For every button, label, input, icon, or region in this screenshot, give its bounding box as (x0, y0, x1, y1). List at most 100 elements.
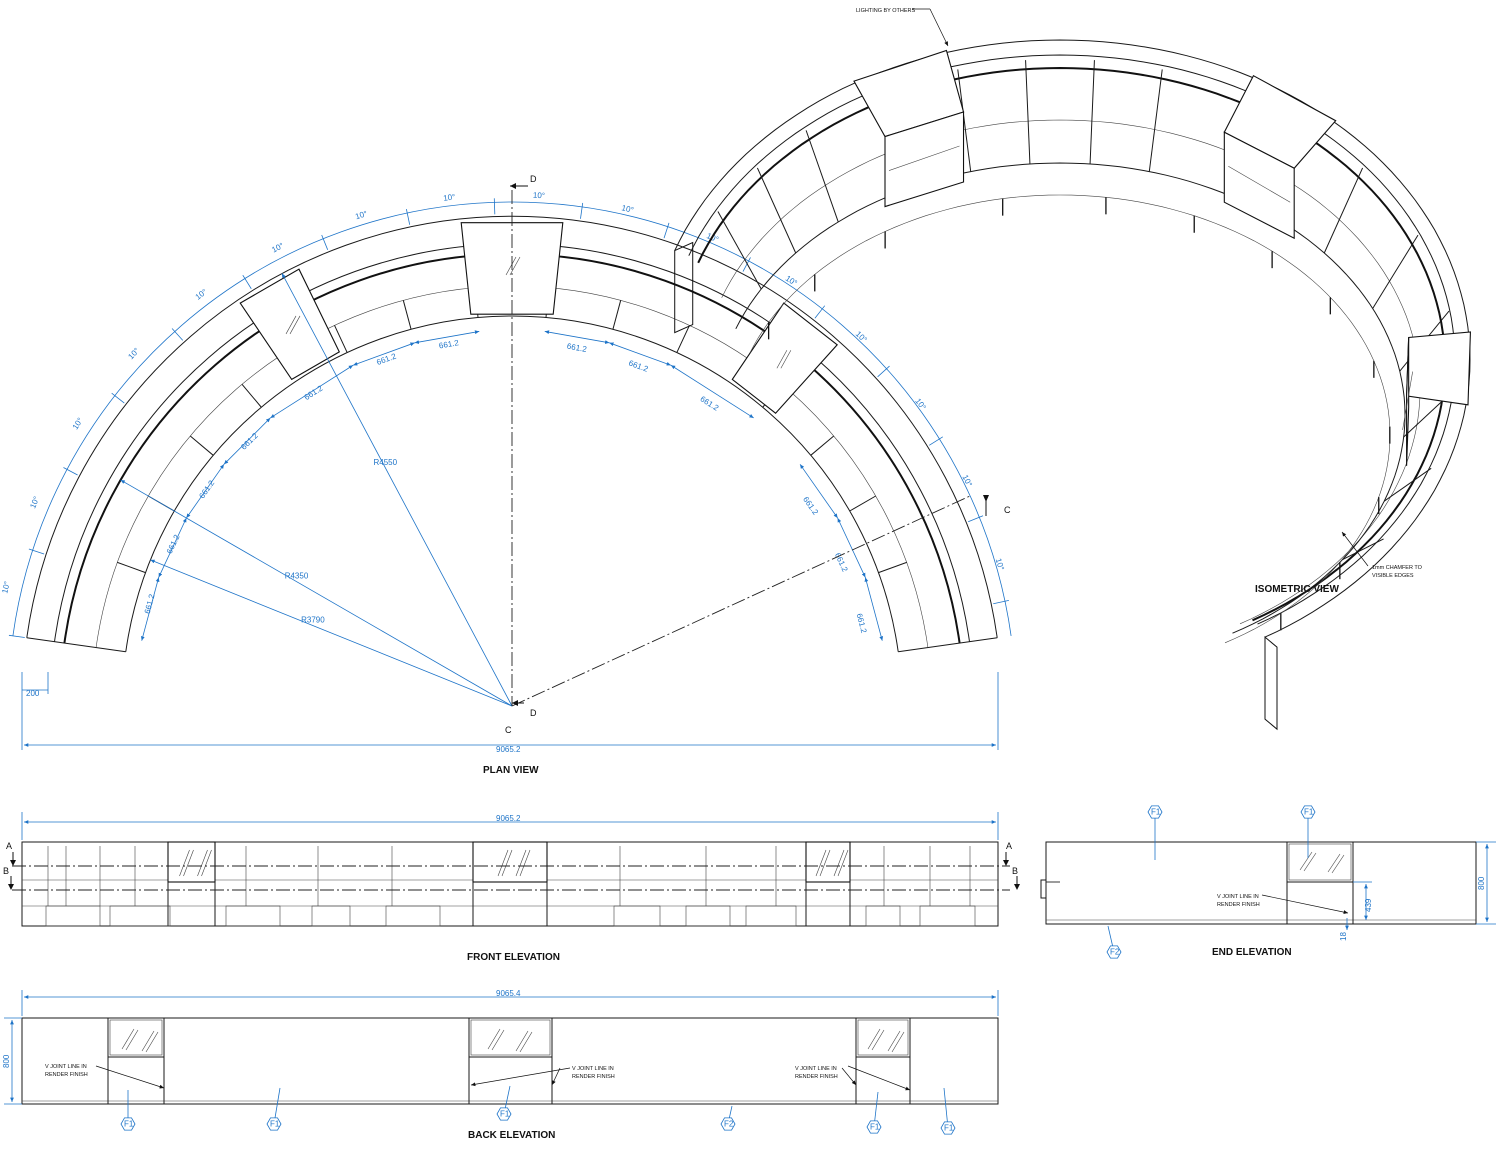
iso-seat-division (756, 167, 797, 254)
iso-seat-division (1323, 167, 1364, 254)
plan-radius-line (120, 479, 513, 707)
front-leg-frame (385, 905, 441, 927)
plan-angle-tick (993, 599, 1009, 605)
svg-text:D: D (530, 174, 537, 184)
plan-radius-label: R4350 (285, 572, 309, 581)
front-glass-hatch (197, 849, 208, 877)
front-glass-hatch (201, 849, 212, 877)
plan-angle-tick (8, 634, 25, 638)
plan-seat-division (241, 383, 262, 408)
plan-chord-label: 661.2 (801, 495, 820, 517)
front-glass-hatch (833, 849, 845, 877)
plan-angle-label: 10° (194, 287, 209, 301)
iso-base-line (749, 194, 1391, 644)
plan-seat-division (402, 300, 412, 330)
plan-chord-label: 661.2 (165, 533, 182, 555)
section-marker-d-bottom: D C (505, 700, 537, 735)
svg-text:B: B (1012, 866, 1018, 876)
svg-text:18: 18 (1339, 932, 1348, 941)
plan-glass-hatch (289, 315, 301, 335)
iso-lamp-box-top (1406, 331, 1472, 406)
plan-view: 10°10°10°10°10°10°10°10°10°10°10°10°10°1… (0, 174, 1012, 776)
finish-tag-hexagon (120, 1117, 136, 1131)
plan-end-cap (898, 637, 998, 653)
front-leg-frame (919, 905, 976, 927)
isometric-view: LIGHTING BY OTHERS 1mm CHAMFER TO VISIBL… (674, 8, 1472, 731)
svg-text:1mm CHAMFER TO: 1mm CHAMFER TO (1372, 565, 1423, 571)
back-width-dimension: 9065.4 (21, 989, 999, 1016)
plan-chord-label: 661.2 (143, 593, 157, 615)
plan-angle-tick (111, 392, 125, 404)
svg-text:RENDER FINISH: RENDER FINISH (572, 1074, 615, 1080)
finish-tag-label: F1 (124, 1120, 134, 1129)
front-dimension: 9065.2 (21, 812, 999, 840)
plan-chord-dim (670, 364, 754, 419)
plan-view-title: PLAN VIEW (483, 765, 539, 776)
iso-seat-division (1025, 60, 1031, 164)
plan-angle-tick (171, 328, 184, 341)
end-elevation-glass (1288, 843, 1352, 881)
plan-angle-tick (968, 515, 984, 523)
plan-seat-division (334, 325, 348, 353)
finish-tag-hexagon (266, 1117, 282, 1131)
svg-text:A: A (1006, 841, 1012, 851)
plan-chord-dim (223, 417, 271, 465)
svg-text:RENDER FINISH: RENDER FINISH (795, 1074, 838, 1080)
svg-text:V JOINT LINE IN: V JOINT LINE IN (1217, 894, 1259, 900)
plan-seat-division (612, 300, 622, 330)
svg-text:V JOINT LINE IN: V JOINT LINE IN (45, 1064, 87, 1070)
finish-tag-hexagon (866, 1120, 882, 1134)
plan-lamp-box (239, 268, 341, 381)
plan-seat-division (676, 325, 690, 353)
svg-text:D: D (530, 708, 537, 718)
plan-angle-label: 10° (0, 580, 11, 594)
finish-tag-leader (943, 1087, 949, 1129)
iso-lamp-box-glass (1402, 371, 1413, 430)
end-elevation-title: END ELEVATION (1212, 947, 1292, 958)
plan-glass-hatch (776, 350, 788, 369)
plan-angle-label: 10° (994, 557, 1006, 571)
plan-angle-label: 10° (784, 274, 799, 288)
plan-glass-hatch (509, 256, 521, 276)
front-glass-hatch (501, 849, 513, 877)
finish-tag-hexagon (496, 1107, 512, 1121)
svg-text:VISIBLE EDGES: VISIBLE EDGES (1372, 573, 1414, 579)
plan-angle-label: 10° (28, 495, 41, 510)
finish-tag-label: F1 (270, 1120, 280, 1129)
svg-text:V JOINT LINE IN: V JOINT LINE IN (795, 1066, 837, 1072)
plan-angle-tick (242, 274, 252, 289)
section-marker-d-top: D (510, 174, 537, 189)
back-vjoint-note-3: V JOINT LINE IN RENDER FINISH (795, 1065, 911, 1091)
svg-text:RENDER FINISH: RENDER FINISH (45, 1072, 88, 1078)
finish-tag-hexagon (1300, 805, 1316, 819)
front-elevation-geometry (21, 841, 999, 927)
finish-tag-hexagon (1106, 945, 1122, 959)
iso-seat-division (1372, 234, 1419, 309)
section-marker-a-right: A (1003, 841, 1012, 866)
plan-angle-label: 10° (960, 473, 974, 488)
finish-tag-label: F2 (724, 1120, 734, 1129)
plan-angle-tick (405, 209, 411, 225)
section-marker-a-left: A (6, 841, 16, 866)
plan-angle-label: 10° (270, 241, 285, 255)
front-glass-hatch (819, 849, 831, 877)
plan-radius-line (281, 273, 513, 707)
svg-text:9065.2: 9065.2 (496, 745, 521, 754)
back-elevation-title: BACK ELEVATION (468, 1130, 555, 1141)
back-height-dimension: 800 (2, 1017, 22, 1105)
back-elevation: V JOINT LINE IN RENDER FINISH V JOINT LI… (2, 989, 999, 1141)
plan-angle-tick (493, 198, 496, 215)
plan-chord-dim (414, 330, 480, 344)
front-glass-hatch (179, 849, 190, 877)
plan-angle-label: 10° (854, 329, 869, 344)
finish-tag-label: F1 (944, 1124, 954, 1133)
plan-chord-dim (544, 330, 610, 344)
iso-seat-division (717, 211, 762, 290)
front-elevation-title: FRONT ELEVATION (467, 952, 560, 963)
note-lighting: LIGHTING BY OTHERS (856, 8, 949, 47)
front-leg-frame (865, 905, 901, 927)
plan-radius-label: R4550 (373, 458, 397, 467)
plan-chord-label: 661.2 (855, 612, 869, 634)
